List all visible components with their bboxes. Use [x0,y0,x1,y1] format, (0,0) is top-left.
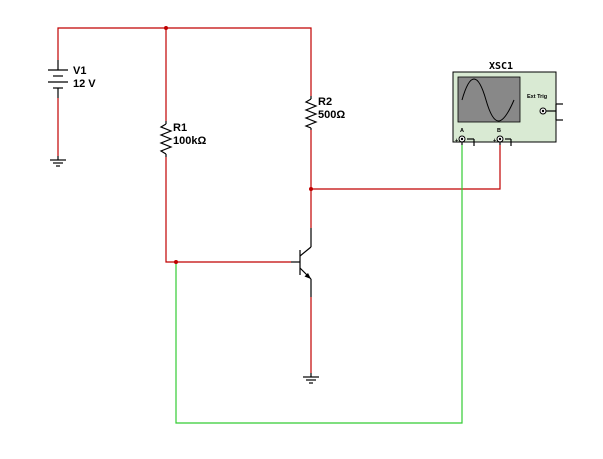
v1-name-label: V1 [73,65,86,77]
channel-b-label: B [497,128,501,134]
resistor-r1[interactable]: R1 100kΩ [159,121,206,157]
wire-base-to-scope-a[interactable] [175,145,463,424]
wire-r1-to-base[interactable] [165,157,291,263]
svg-text:+: + [455,138,458,144]
channel-a-terminal[interactable]: + [455,135,475,146]
ext-trig-terminal[interactable] [539,103,563,121]
resistor-r2[interactable]: R2 500Ω [304,96,345,130]
emitter-arrow-icon [304,273,311,279]
battery-v1[interactable]: V1 12 V [48,60,96,98]
svg-text:+: + [493,138,496,144]
resistor-icon [159,121,173,157]
sine-wave-icon [461,78,515,122]
v1-value-label: 12 V [73,78,96,90]
npn-transistor-icon [291,228,312,297]
wire-v1-top[interactable] [57,27,312,96]
ground-icon [50,156,66,167]
xsc1-name-label: XSC1 [489,61,513,72]
junction-dot [164,26,168,30]
resistor-icon [304,96,318,130]
channel-b-terminal[interactable]: + [493,135,512,146]
channel-a-label: A [460,128,464,134]
transistor-q1[interactable] [291,228,312,297]
wire-collector-to-scope-b[interactable] [311,145,501,190]
battery-icon [48,60,68,98]
scope-screen [457,76,521,123]
r1-value-label: 100kΩ [173,135,206,147]
ground-icon [303,373,319,384]
r1-name-label: R1 [173,122,187,134]
supply-wires [57,27,501,373]
junction-dot [174,260,178,264]
junctions [164,26,313,264]
junction-dot [309,187,313,191]
oscilloscope-xsc1[interactable]: XSC1 Ext Trig A + B + [452,61,563,146]
r2-name-label: R2 [318,96,332,108]
ext-trig-label: Ext Trig [527,94,547,100]
r2-value-label: 500Ω [318,109,345,121]
